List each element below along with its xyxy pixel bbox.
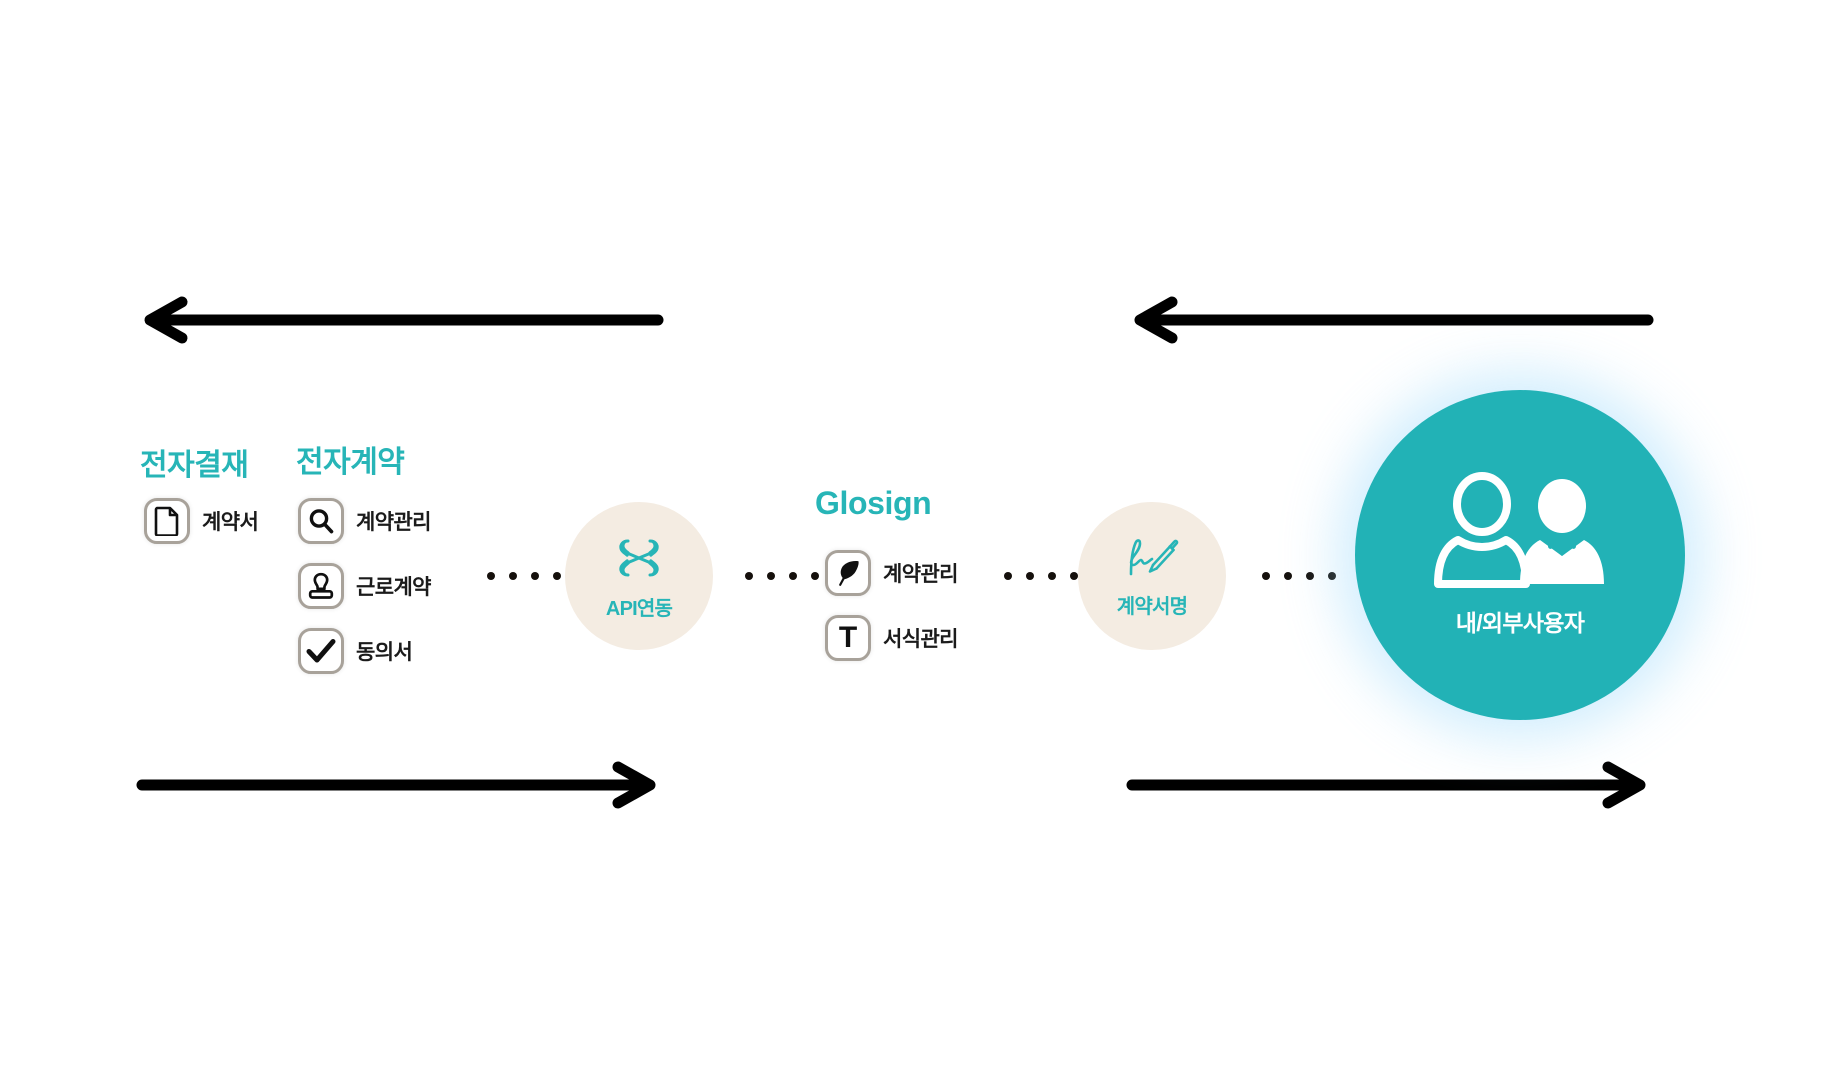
- column-heading-e-approval: 전자결재: [140, 449, 249, 482]
- node-label: API연동: [605, 597, 673, 620]
- letter-T: T: [838, 620, 858, 654]
- item-consent-form[interactable]: 동의서: [298, 628, 413, 674]
- connector-dots-api-to-glosign: [745, 572, 819, 580]
- two-users-icon: [1422, 472, 1618, 590]
- stamp-icon: [298, 563, 344, 609]
- node-api-integration[interactable]: API연동: [565, 502, 713, 650]
- dot: [531, 572, 539, 580]
- dot: [811, 572, 819, 580]
- item-contract-management[interactable]: 계약관리: [298, 498, 431, 544]
- quill-feather-icon: [825, 550, 871, 596]
- item-label: 근로계약: [356, 576, 431, 599]
- dot: [1262, 572, 1270, 580]
- connector-dots-sign-to-users: [1262, 572, 1336, 580]
- arrow-bottom-left: [136, 761, 660, 809]
- dot: [553, 572, 561, 580]
- item-label: 계약관리: [883, 563, 958, 586]
- signature-pen-icon: [1122, 534, 1182, 582]
- dot: [1048, 572, 1056, 580]
- item-glosign-contract-management[interactable]: 계약관리: [825, 550, 958, 596]
- node-internal-external-users[interactable]: 내/외부사용자: [1355, 390, 1685, 720]
- item-label: 계약관리: [356, 511, 431, 534]
- node-contract-signature[interactable]: 계약서명: [1078, 502, 1226, 650]
- connector-dots-contract-to-api: [487, 572, 561, 580]
- arrow-top-right: [1130, 296, 1654, 344]
- link-nodes-icon: [613, 532, 665, 584]
- arrow-bottom-right: [1126, 761, 1650, 809]
- text-T-icon: T: [825, 615, 871, 661]
- node-label: 내/외부사용자: [1455, 610, 1585, 636]
- dot: [745, 572, 753, 580]
- dot: [1328, 572, 1336, 580]
- arrow-top-left: [140, 296, 664, 344]
- node-label: 계약서명: [1116, 595, 1188, 618]
- dot: [1004, 572, 1012, 580]
- dot: [1306, 572, 1314, 580]
- brand-glosign: Glosign: [815, 485, 932, 521]
- item-label: 서식관리: [883, 628, 958, 651]
- document-icon: [144, 498, 190, 544]
- item-glosign-template-management[interactable]: T 서식관리: [825, 615, 958, 661]
- column-heading-e-contract: 전자계약: [296, 446, 405, 479]
- dot: [487, 572, 495, 580]
- dot: [1284, 572, 1292, 580]
- item-label: 동의서: [356, 641, 413, 664]
- dot: [1026, 572, 1034, 580]
- item-labor-contract[interactable]: 근로계약: [298, 563, 431, 609]
- item-label: 계약서: [202, 511, 259, 534]
- checkmark-icon: [298, 628, 344, 674]
- item-contract-document[interactable]: 계약서: [144, 498, 259, 544]
- magnifier-icon: [298, 498, 344, 544]
- dot: [509, 572, 517, 580]
- connector-dots-glosign-to-sign: [1004, 572, 1078, 580]
- dot: [1070, 572, 1078, 580]
- dot: [789, 572, 797, 580]
- dot: [767, 572, 775, 580]
